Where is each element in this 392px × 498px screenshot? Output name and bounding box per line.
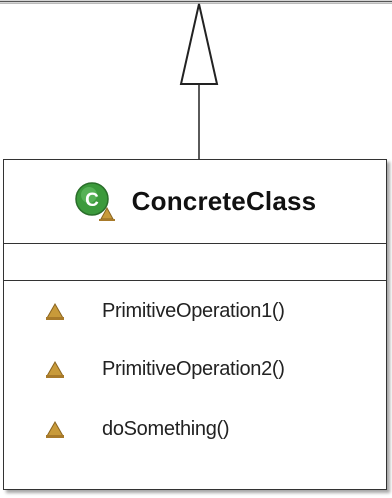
class-name: ConcreteClass — [131, 186, 317, 216]
hollow-triangle-arrow-icon — [179, 3, 219, 85]
generalization-arrow[interactable] — [0, 0, 392, 160]
class-icon: C — [74, 181, 120, 221]
class-header: C ConcreteClass — [4, 160, 386, 244]
package-visibility-icon — [44, 359, 66, 379]
operation-label: PrimitiveOperation1() — [102, 299, 285, 322]
operation-item[interactable]: PrimitiveOperation2() — [44, 354, 285, 384]
operation-label: doSomething() — [102, 417, 230, 440]
attributes-compartment — [4, 243, 386, 281]
svg-text:C: C — [85, 190, 99, 211]
parent-class-edge — [0, 0, 392, 4]
package-visibility-icon — [44, 301, 66, 321]
operation-label: PrimitiveOperation2() — [102, 357, 285, 380]
package-visibility-icon — [44, 419, 66, 439]
concrete-class-box[interactable]: C ConcreteClass PrimitiveOperation1() — [3, 159, 387, 490]
operation-item[interactable]: doSomething() — [44, 414, 230, 444]
operations-compartment: PrimitiveOperation1() PrimitiveOperation… — [4, 282, 386, 489]
operation-item[interactable]: PrimitiveOperation1() — [44, 296, 285, 326]
